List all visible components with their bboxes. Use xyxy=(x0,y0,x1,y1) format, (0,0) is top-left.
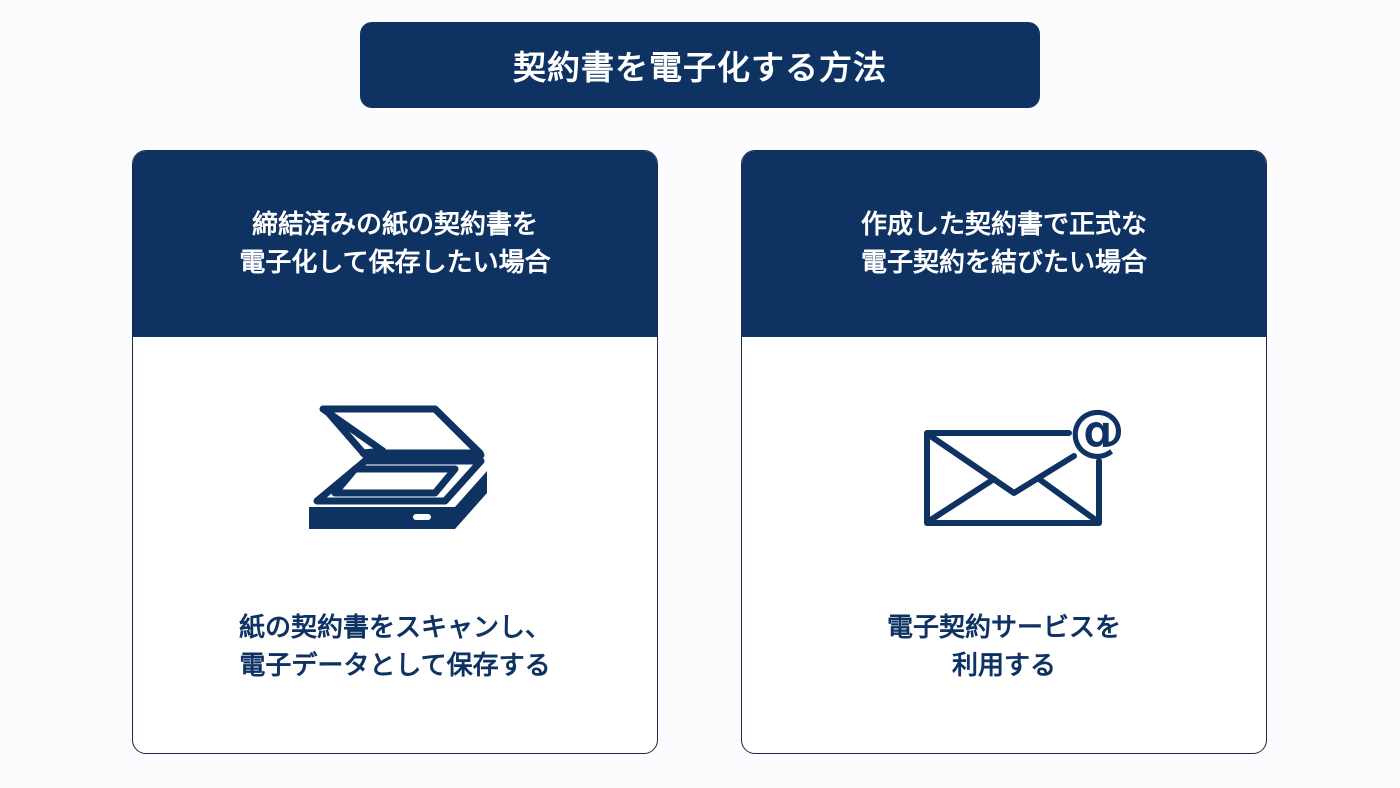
card-body: 紙の契約書をスキャンし、 電子データとして保存する xyxy=(133,609,657,685)
card-header: 締結済みの紙の契約書を 電子化して保存したい場合 xyxy=(133,151,657,337)
card-body-line: 紙の契約書をスキャンし、 xyxy=(238,613,551,643)
card-body-line: 電子データとして保存する xyxy=(239,651,551,681)
email-at-icon: @ xyxy=(742,401,1266,531)
card-body-line: 電子契約サービスを xyxy=(886,613,1121,643)
card-e-contract: 作成した契約書で正式な 電子契約を結びたい場合 @ 電子契約サービスを 利用する xyxy=(741,150,1267,754)
card-header-line: 電子契約を結びたい場合 xyxy=(860,248,1147,278)
card-header-line: 作成した契約書で正式な xyxy=(860,210,1147,240)
card-header: 作成した契約書で正式な 電子契約を結びたい場合 xyxy=(742,151,1266,337)
card-body-line: 利用する xyxy=(951,651,1056,681)
card-body: 電子契約サービスを 利用する xyxy=(742,609,1266,685)
card-paper-scan: 締結済みの紙の契約書を 電子化して保存したい場合 紙の契約書をスキャンし、 電子… xyxy=(132,150,658,754)
svg-text:@: @ xyxy=(1069,401,1125,463)
page-title: 契約書を電子化する方法 xyxy=(360,22,1040,108)
card-header-line: 電子化して保存したい場合 xyxy=(239,248,551,278)
card-header-line: 締結済みの紙の契約書を xyxy=(251,210,538,240)
scanner-icon xyxy=(133,401,657,541)
